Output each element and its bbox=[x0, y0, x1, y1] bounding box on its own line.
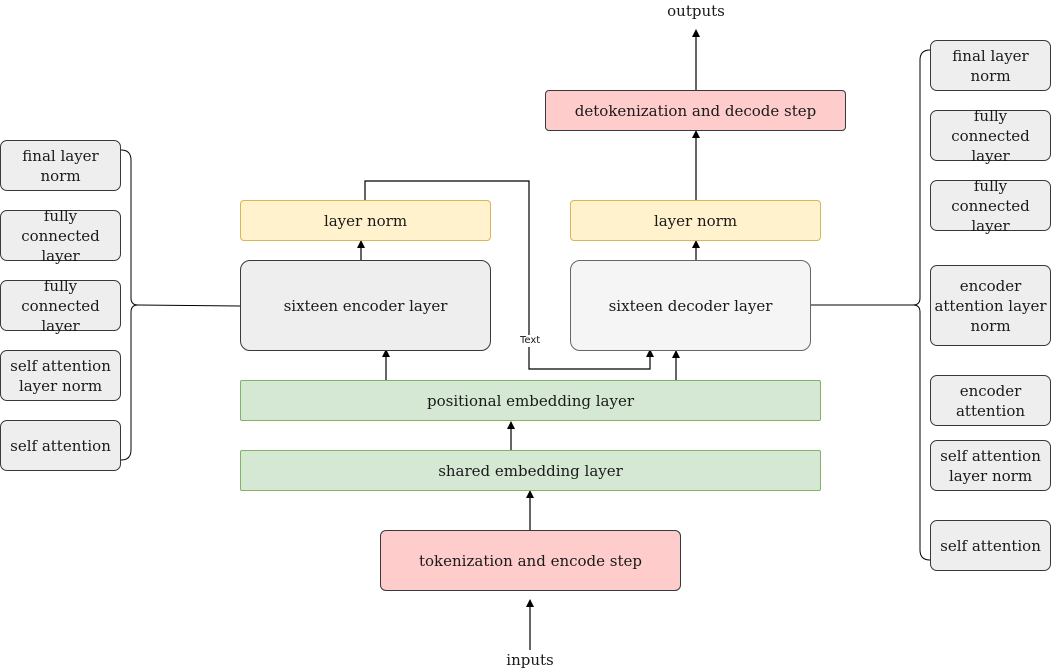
decoder-part-self-attention: self attention bbox=[930, 520, 1051, 571]
arrow-encoder-norm-to-decoder bbox=[364, 180, 654, 370]
decoder-stack-box: sixteen decoder layer bbox=[570, 260, 811, 351]
decoder-layer-norm-box: layer norm bbox=[570, 200, 821, 241]
encoder-part-fully-connected-2: fully connected layer bbox=[0, 277, 121, 335]
encoder-part-self-attention-norm: self attention layer norm bbox=[0, 350, 121, 401]
encoder-part-final-layer-norm: final layer norm bbox=[0, 140, 121, 191]
encoder-part-fully-connected-1: fully connected layer bbox=[0, 207, 121, 265]
text-label: Text bbox=[520, 335, 541, 347]
decoder-part-fully-connected-2: fully connected layer bbox=[930, 177, 1051, 235]
detokenization-box: detokenization and decode step bbox=[545, 90, 846, 131]
encoder-bracket bbox=[120, 149, 139, 461]
encoder-stack-box: sixteen encoder layer bbox=[240, 260, 491, 351]
decoder-part-self-attention-norm: self attention layer norm bbox=[930, 440, 1051, 491]
decoder-part-fully-connected-1: fully connected layer bbox=[930, 107, 1051, 165]
positional-embedding-box: positional embedding layer bbox=[240, 380, 821, 421]
encoder-part-self-attention: self attention bbox=[0, 420, 121, 471]
decoder-part-final-layer-norm: final layer norm bbox=[930, 40, 1051, 91]
encoder-bracket-link bbox=[137, 304, 241, 307]
decoder-bracket bbox=[912, 49, 931, 561]
tokenization-box: tokenization and encode step bbox=[380, 530, 681, 591]
encoder-layer-norm-box: layer norm bbox=[240, 200, 491, 241]
decoder-part-encoder-attention-norm: encoder attention layer norm bbox=[930, 265, 1051, 346]
decoder-part-encoder-attention: encoder attention bbox=[930, 375, 1051, 426]
shared-embedding-box: shared embedding layer bbox=[240, 450, 821, 491]
outputs-label: outputs bbox=[667, 2, 725, 20]
inputs-label: inputs bbox=[506, 651, 554, 669]
